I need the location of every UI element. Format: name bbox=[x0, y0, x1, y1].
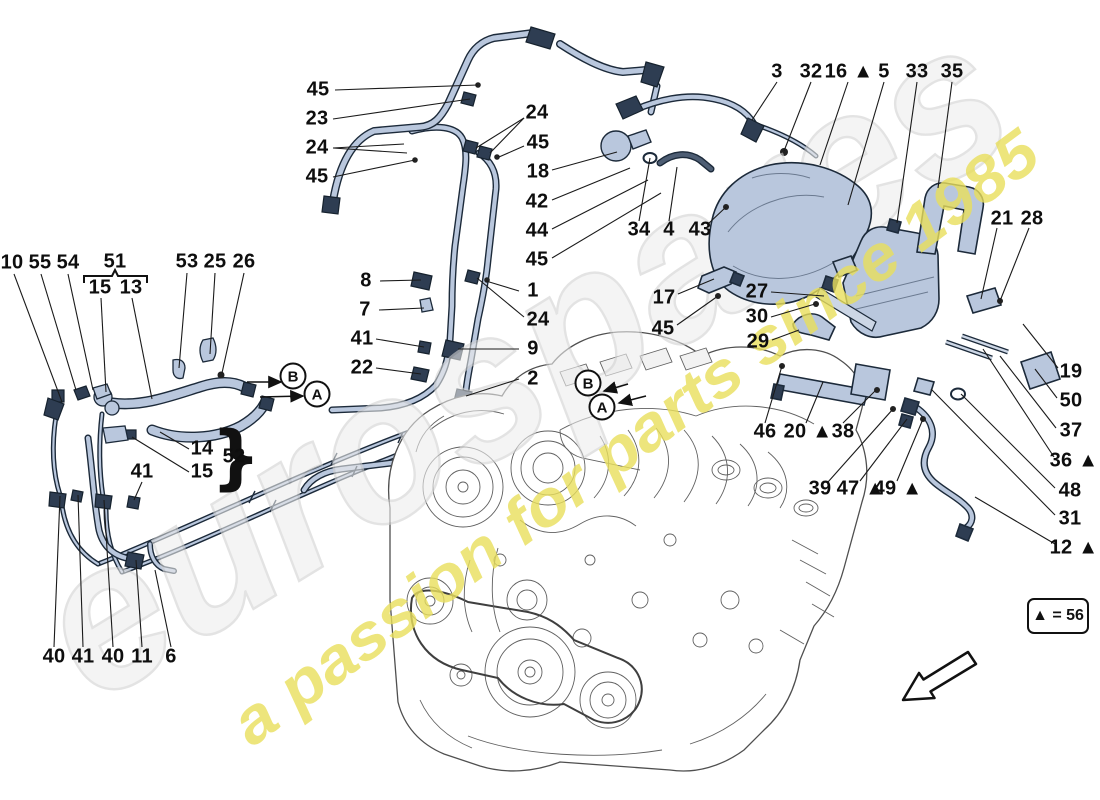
svg-text:B: B bbox=[288, 369, 299, 386]
leader-line bbox=[896, 81, 918, 224]
pipe-joints bbox=[248, 431, 404, 513]
leader-line bbox=[135, 559, 143, 648]
view-marker-B: B bbox=[247, 362, 307, 390]
leader-line bbox=[332, 147, 408, 154]
leader-line bbox=[1022, 323, 1059, 369]
leader-line bbox=[842, 389, 877, 424]
view-marker-B: B bbox=[574, 369, 629, 397]
leader-line bbox=[960, 393, 1056, 489]
leader-line bbox=[375, 338, 425, 348]
leader-line bbox=[982, 348, 1055, 458]
svg-text:A: A bbox=[597, 400, 608, 417]
leader-line bbox=[771, 329, 800, 341]
leader-line bbox=[131, 297, 153, 400]
svg-text:A: A bbox=[312, 387, 323, 404]
leader-line bbox=[178, 272, 188, 369]
leader-line bbox=[638, 157, 651, 222]
leader-line bbox=[847, 81, 885, 206]
bracket-51 bbox=[83, 267, 148, 283]
leader-line bbox=[221, 272, 245, 374]
leader-line bbox=[485, 280, 520, 292]
leader-line bbox=[770, 303, 816, 318]
engine-illustration bbox=[388, 331, 868, 772]
leader-line bbox=[476, 277, 525, 318]
leader-line bbox=[783, 81, 812, 152]
leader-line bbox=[859, 418, 908, 482]
leader-line bbox=[980, 227, 998, 300]
direction-arrow bbox=[901, 650, 978, 702]
leader-line bbox=[896, 418, 924, 482]
leader-line bbox=[999, 227, 1030, 302]
leader-line bbox=[332, 143, 405, 149]
leader-line bbox=[154, 569, 172, 648]
leader-line bbox=[103, 499, 114, 648]
leader-line bbox=[379, 279, 422, 282]
leader-line bbox=[332, 98, 471, 120]
leader-line bbox=[751, 81, 778, 121]
leader-line bbox=[498, 145, 525, 158]
leader-line bbox=[209, 272, 216, 355]
leader-line bbox=[676, 295, 719, 326]
leader-line bbox=[378, 307, 425, 311]
leader-line bbox=[465, 378, 520, 397]
leader-line bbox=[551, 167, 631, 201]
leader-line bbox=[67, 273, 94, 391]
pipe-fittings bbox=[43, 26, 765, 570]
svg-text:B: B bbox=[583, 376, 594, 393]
purge-valve bbox=[600, 129, 658, 164]
leader-line bbox=[375, 367, 422, 375]
leader-line bbox=[668, 166, 678, 222]
leader-line bbox=[100, 297, 107, 393]
leader-line bbox=[999, 355, 1057, 429]
leader-lines-layer bbox=[13, 81, 1059, 648]
view-marker-A: A bbox=[259, 380, 331, 408]
evap-canister-assembly bbox=[697, 161, 1062, 543]
leader-line bbox=[77, 494, 84, 648]
leader-line bbox=[40, 273, 77, 391]
view-marker-A: A bbox=[588, 393, 647, 421]
leader-line bbox=[551, 179, 649, 230]
leader-line bbox=[334, 84, 479, 91]
leader-line bbox=[53, 495, 61, 648]
leader-line bbox=[819, 81, 849, 166]
legend-box: ▲ = 56 bbox=[1027, 598, 1089, 634]
fuel-vapour-pipes bbox=[43, 26, 873, 575]
leader-line bbox=[13, 273, 63, 403]
leader-line bbox=[551, 192, 662, 259]
leader-line bbox=[159, 431, 190, 450]
leader-line bbox=[974, 496, 1056, 545]
leader-line bbox=[937, 81, 953, 189]
leader-line bbox=[332, 159, 416, 178]
leader-line bbox=[764, 365, 783, 424]
screw-dots bbox=[217, 82, 788, 379]
leader-line bbox=[805, 381, 824, 424]
leader-line bbox=[1034, 368, 1058, 399]
leader-line bbox=[133, 481, 143, 501]
leader-line bbox=[930, 388, 1056, 516]
leader-line bbox=[489, 117, 525, 154]
leader-line bbox=[677, 278, 715, 295]
leader-line bbox=[131, 436, 190, 473]
brace-52: } bbox=[211, 416, 261, 498]
leader-line bbox=[475, 117, 525, 149]
leader-line bbox=[707, 206, 727, 225]
leader-line bbox=[770, 291, 825, 297]
leader-line bbox=[551, 151, 618, 171]
leader-line bbox=[827, 408, 894, 483]
